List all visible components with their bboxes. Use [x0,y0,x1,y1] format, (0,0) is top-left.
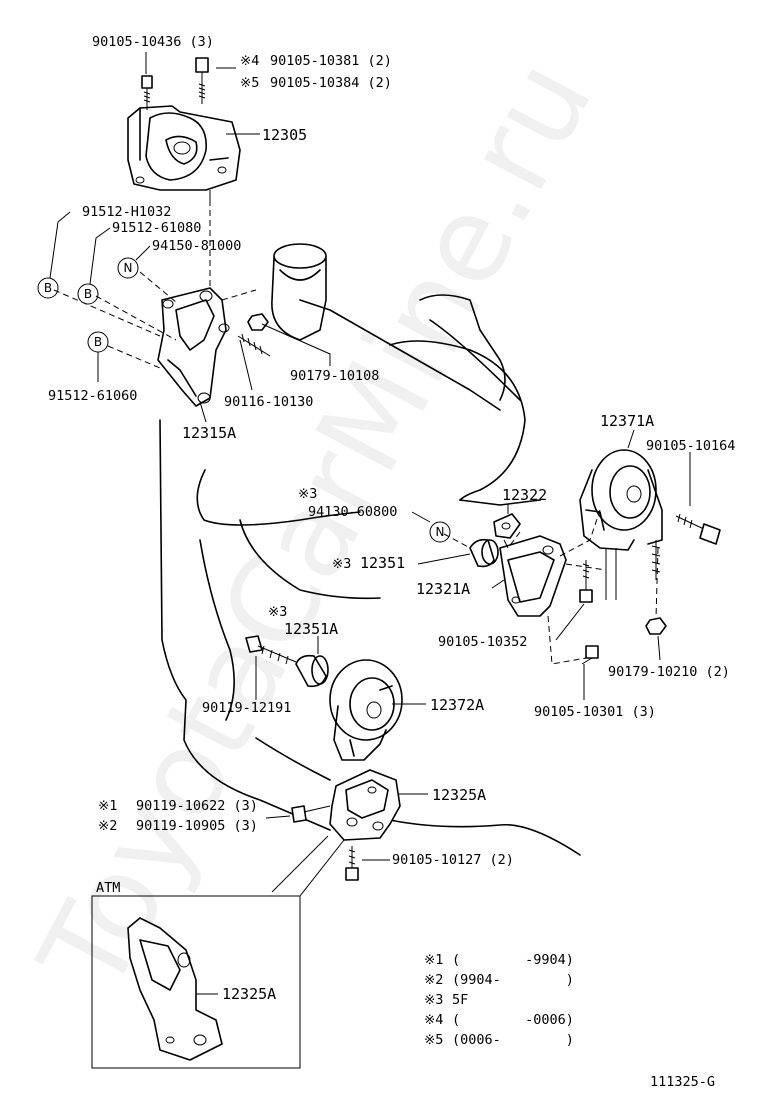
label-p1: 90105-10436 (3) [92,34,214,50]
note-5-mark: ※5 [424,1032,443,1048]
leader-lines [49,52,691,897]
label-p26: 90105-10127 (2) [392,852,514,868]
note-3-text: 5F [452,992,468,1008]
circle-mark-b-1: B [37,277,59,299]
label-p18: 90105-10352 [438,634,527,650]
bush-12351A [295,654,329,688]
label-p14: 94130-60800 [308,504,397,520]
bracket-12325A [329,769,401,841]
diagram-id: 111325-G [650,1074,715,1090]
circle-mark-n-1: N [117,257,139,279]
note-3-mark: ※3 [424,992,443,1008]
note-1-text: ( -9904) [452,952,574,968]
atm-inset: ATM 12325A [91,880,301,1069]
watermark: ToyotaCarMine.ru [12,38,618,1014]
label-p5: 91512-61080 [112,220,201,236]
label-p4: 91512-H1032 [82,204,171,220]
label-p23: 12325A [432,786,486,804]
engine-mount-12372A [329,659,403,761]
svg-text:N: N [124,261,133,275]
note-2-text: (9904- ) [452,972,574,988]
label-p25: 90119-10905 (3) [136,818,258,834]
bush-12351 [469,538,499,568]
svg-text:B: B [94,335,102,349]
atm-part-label-12325A: 12325A [222,985,276,1003]
label-p2a: 90105-10381 (2) [270,53,392,69]
bracket-12322 [493,513,521,539]
bolt-90105-10352 [579,560,593,603]
bolt-90105-10436 [141,75,153,110]
label-p2b: 90105-10384 (2) [270,75,392,91]
note-2-mark: ※2 [424,972,443,988]
atm-inset-title: ATM [96,880,120,896]
circle-mark-n-2: N [429,521,451,543]
engine-mount-12371A [579,449,663,600]
bracket-12321A [499,535,567,617]
label-p8: 90116-10130 [224,394,313,410]
label-p24-mark: ※1 [98,798,117,814]
label-p12: 90105-10164 [646,438,735,454]
label-p16: 12321A [416,580,470,598]
svg-text:B: B [84,287,92,301]
svg-text:N: N [436,525,445,539]
svg-text:B: B [44,281,52,295]
note-4-text: ( -0006) [452,1012,574,1028]
label-p17: 12351A [284,620,338,638]
bolt-90119-12191 [245,635,297,665]
bolt-90119-10622 [291,805,331,823]
label-p2a-mark: ※4 [240,53,259,69]
label-p21: 12372A [430,696,484,714]
part-labels: 90105-10436 (3) ※4 90105-10381 (2) ※5 90… [48,34,735,868]
label-p10: 12315A [182,424,236,442]
label-p13: 12322 [502,486,547,504]
note-1-mark: ※1 [424,952,443,968]
label-p7: 90179-10108 [290,368,379,384]
label-p24: 90119-10622 (3) [136,798,258,814]
label-p15: 12351 [360,554,405,572]
label-p11: 12371A [600,412,654,430]
label-p15-mark: ※3 [332,556,351,572]
bolt-90105-10381 [195,57,209,104]
label-p25-mark: ※2 [98,818,117,834]
label-p9: 91512-61060 [48,388,137,404]
note-4-mark: ※4 [424,1012,443,1028]
bolt-90105-10164 [675,513,721,545]
label-p20: 90119-12191 [202,700,291,716]
circle-mark-b-3: B [87,331,109,353]
footnotes: ※1 ( -9904) ※2 (9904- ) ※3 5F ※4 ( -0006… [424,952,574,1048]
nut-90179-10108 [247,313,269,331]
label-p3: 12305 [262,126,307,144]
bolt-90105-10301 [581,645,599,665]
engine-mount-12305 [127,105,241,202]
stud-90116-10130 [237,333,271,357]
nut-90179-10210 [645,617,667,635]
label-p22: 90105-10301 (3) [534,704,656,720]
assembly-dashed-lines [53,200,659,665]
label-p19: 90179-10210 (2) [608,664,730,680]
label-p14-mark: ※3 [298,486,317,502]
label-p2b-mark: ※5 [240,75,259,91]
bolt-90105-10127 [345,846,359,881]
bracket-12315A [157,287,230,407]
circle-mark-b-2: B [77,283,99,305]
note-5-text: (0006- ) [452,1032,574,1048]
engine-outline [159,243,581,856]
label-p6: 94150-81000 [152,238,241,254]
label-p17-mark: ※3 [268,604,287,620]
